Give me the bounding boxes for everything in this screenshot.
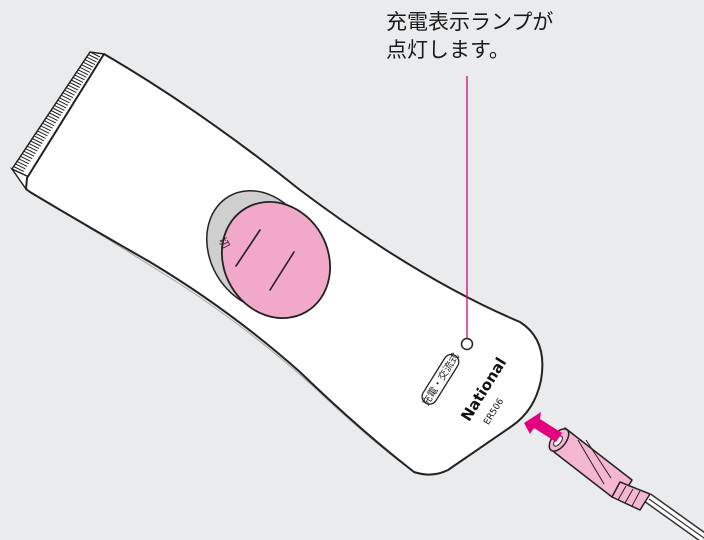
- charge-indicator-lamp: [460, 337, 474, 351]
- power-cord: [644, 493, 704, 540]
- callout-line-1: 充電表示ランプが: [386, 10, 554, 34]
- callout-line-2: 点灯します。: [386, 38, 510, 62]
- slide-switch[interactable]: 切: [186, 171, 351, 338]
- charge-lamp-callout: 充電表示ランプが 点灯します。: [386, 8, 646, 64]
- dc-plug: [548, 427, 651, 511]
- insertion-arrow: [524, 412, 562, 442]
